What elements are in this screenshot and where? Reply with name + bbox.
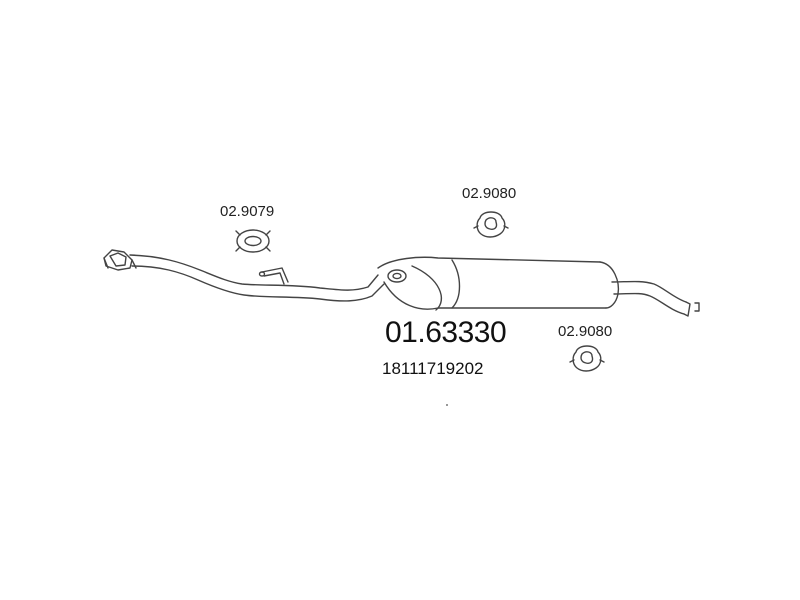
rubber-mount-icon-1: [235, 229, 271, 253]
rubber-mount-icon-3: [569, 345, 605, 372]
pipe-hanger-bracket: [258, 267, 289, 285]
tail-pipe: [611, 280, 700, 317]
front-flange: [103, 249, 137, 271]
front-pipe: [129, 254, 385, 302]
rubber-mount-icon-2: [473, 211, 509, 238]
clamp-label-02-9080-upper: 02.9080: [462, 185, 517, 202]
part-number: 01.63330: [385, 316, 507, 349]
clamp-label-02-9080-lower: 02.9080: [558, 323, 613, 340]
rear-silencer: [377, 256, 620, 311]
clamp-label-02-9079: 02.9079: [220, 203, 275, 220]
stray-dot: [446, 404, 448, 406]
oe-number: 18111719202: [382, 359, 484, 378]
